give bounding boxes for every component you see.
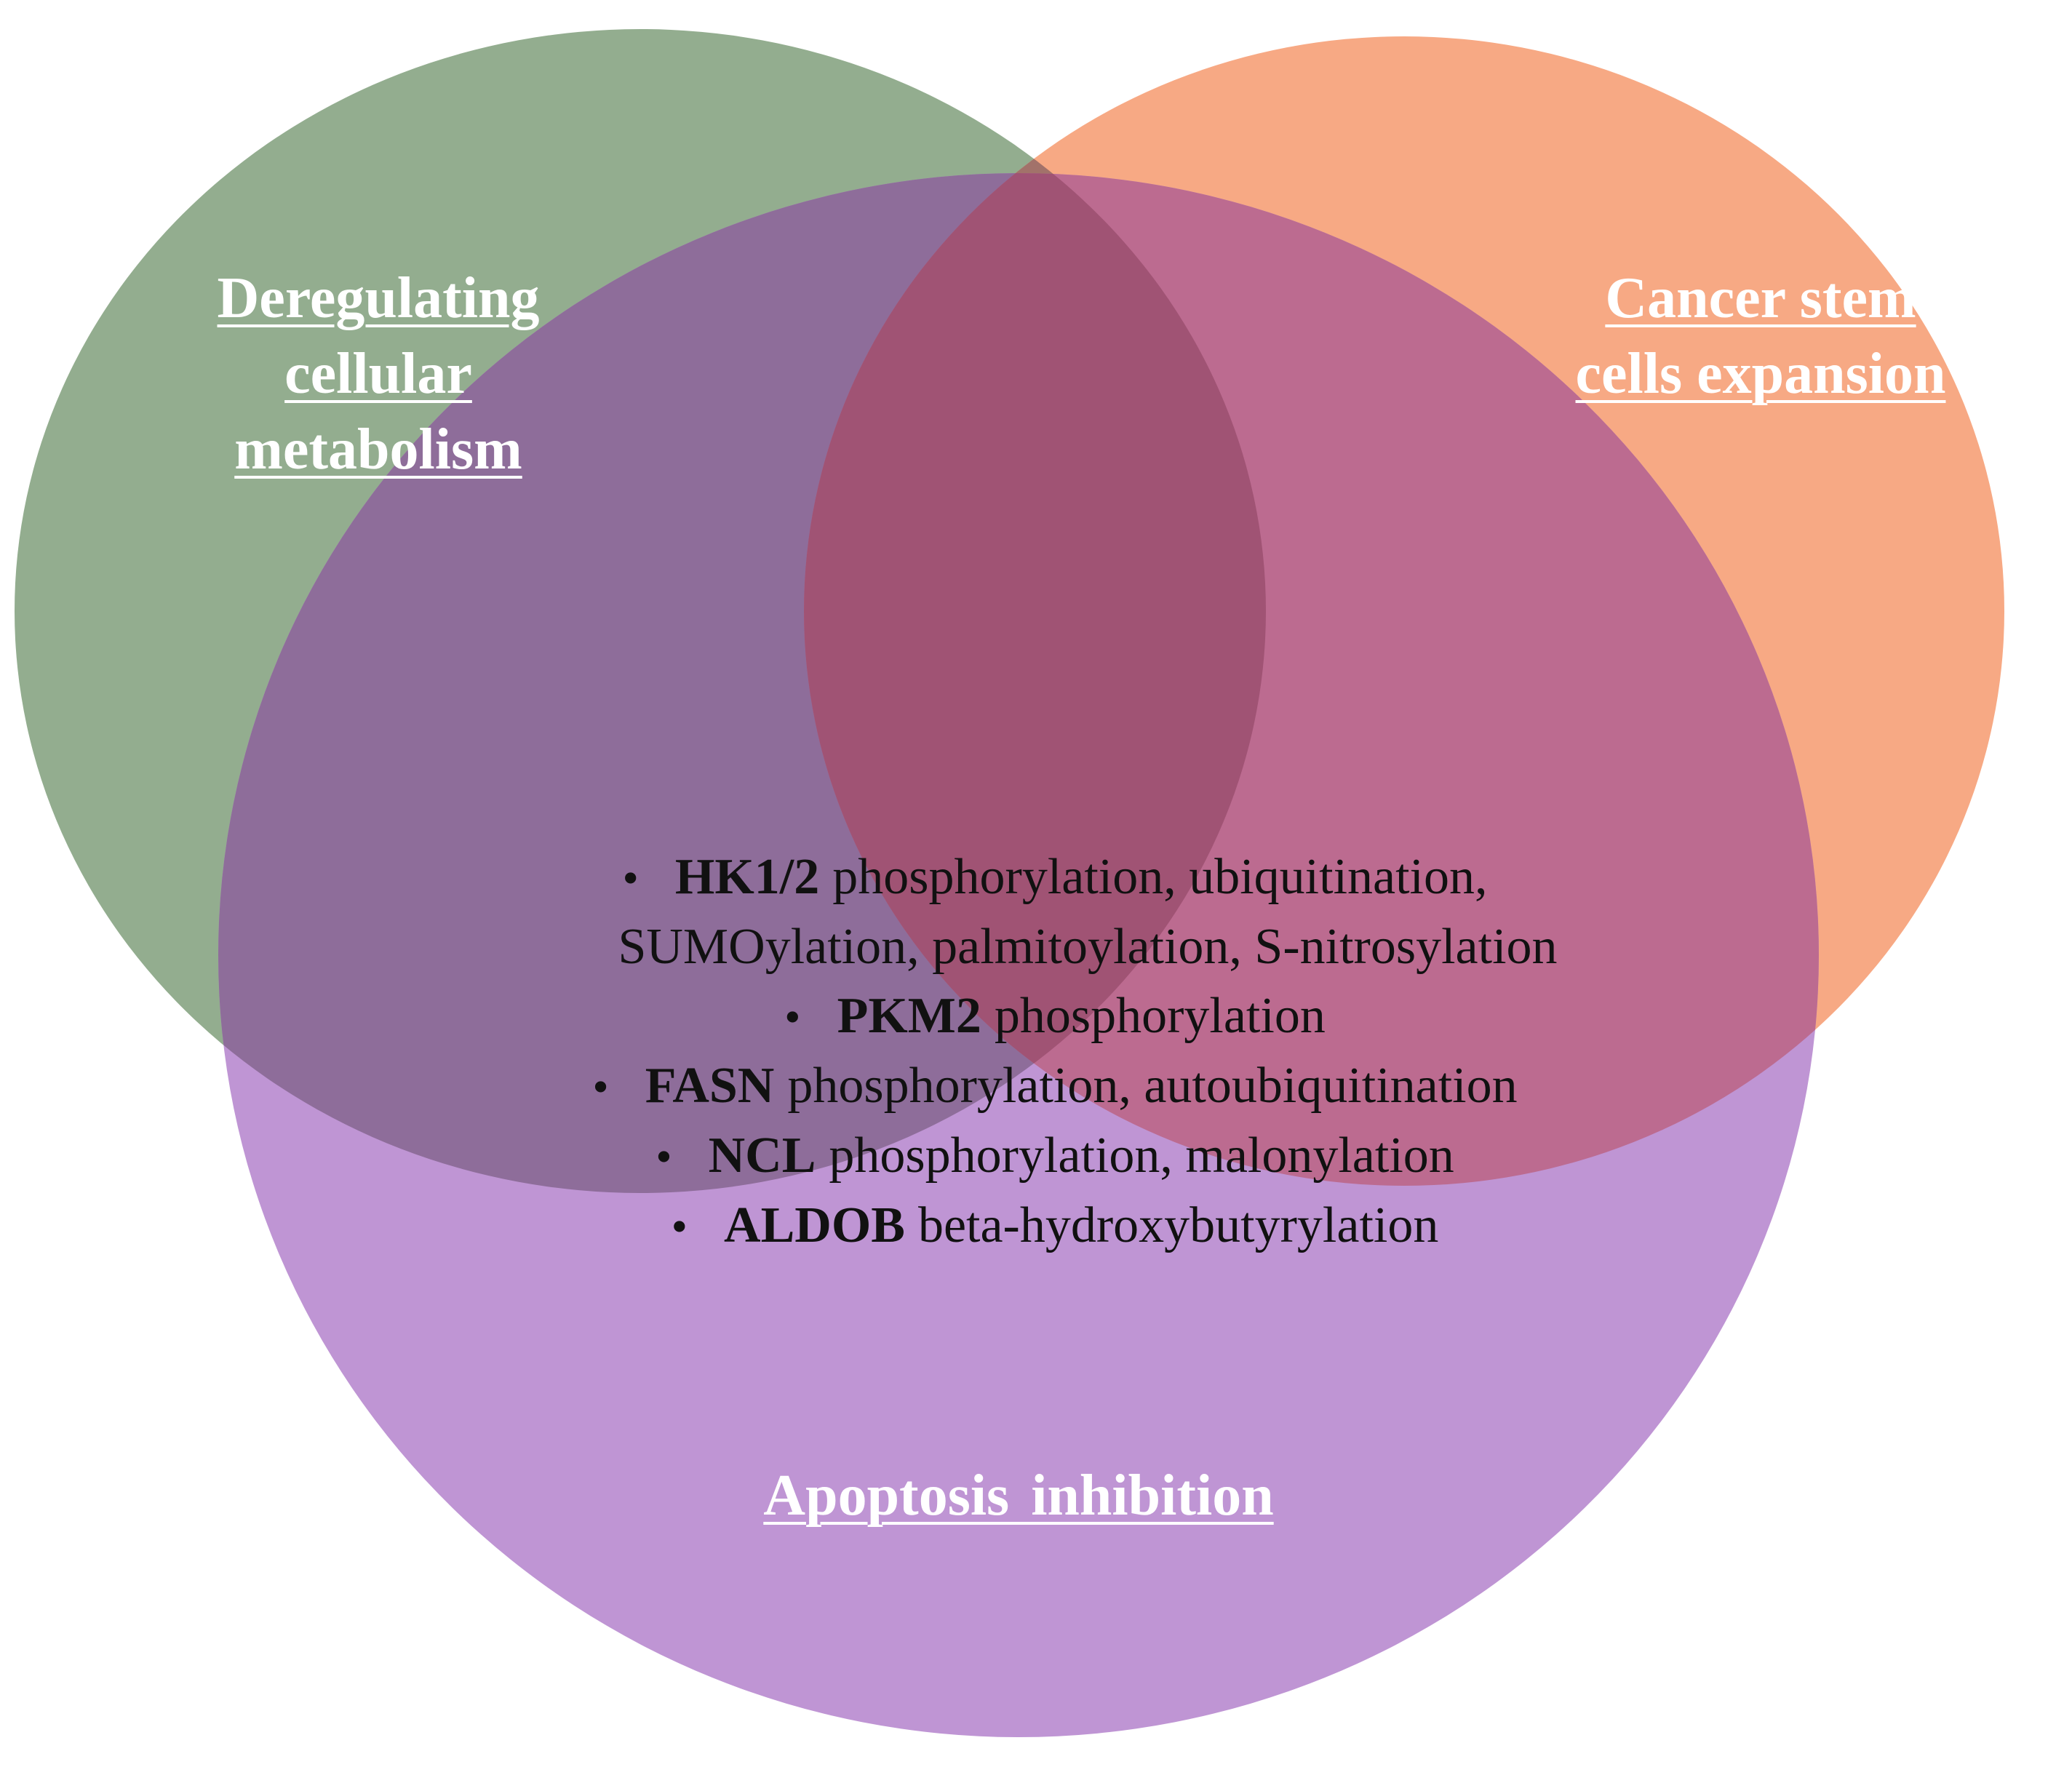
modification-text: beta-hydroxybutyrylation — [917, 1197, 1439, 1253]
bullet: • — [622, 852, 639, 904]
bullet: • — [592, 1061, 609, 1112]
label-cancer-stem-cells: Cancer stem cells expansion — [1575, 266, 1946, 406]
gene-name: HK1/2 — [674, 849, 820, 905]
label-metabolism: Deregulating cellular metabolism — [217, 266, 540, 482]
gene-name: PKM2 — [837, 988, 981, 1044]
gene-name: FASN — [645, 1058, 775, 1114]
modification-text: phosphorylation, ubiquitination, — [832, 849, 1488, 905]
bullet: • — [784, 991, 801, 1042]
modification-text: SUMOylation, palmitoylation, S-nitrosyla… — [618, 919, 1558, 975]
gene-name: NCL — [708, 1128, 816, 1184]
modification-text: phosphorylation, autoubiquitination — [787, 1058, 1518, 1114]
gene-name: ALDOB — [724, 1197, 905, 1253]
list-item-continuation: SUMOylation, palmitoylation, S-nitrosyla… — [255, 912, 1855, 981]
bullet: • — [671, 1200, 688, 1252]
overlap-all — [804, 173, 1266, 1186]
bullet: • — [656, 1130, 672, 1182]
modification-text: phosphorylation — [994, 988, 1326, 1044]
label-apoptosis: Apoptosis inhibition — [763, 1464, 1274, 1528]
modification-text: phosphorylation, malonylation — [829, 1128, 1454, 1184]
